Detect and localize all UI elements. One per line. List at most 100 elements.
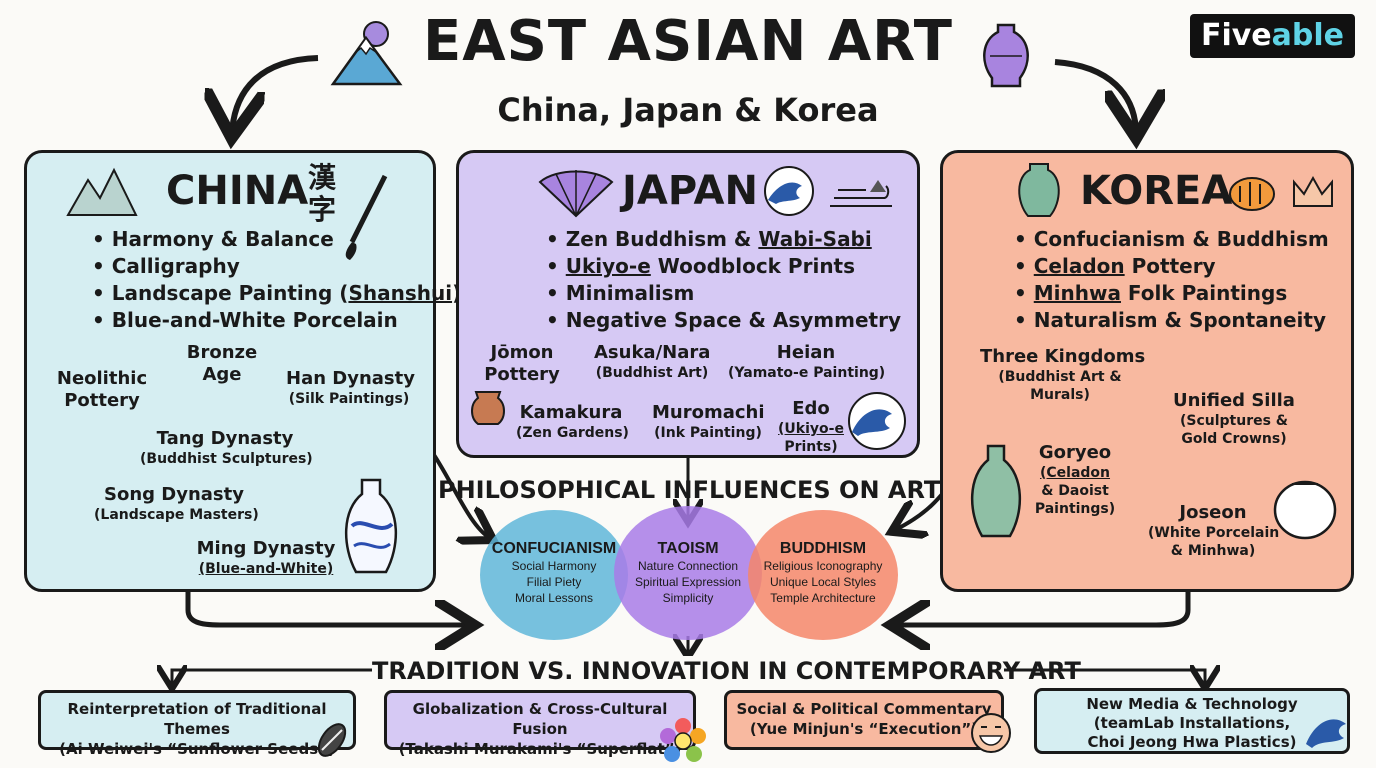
china-glyphs: 漢字 <box>308 161 337 226</box>
moon-jar-icon <box>1270 474 1340 544</box>
japan-asuka: Asuka/Nara (Buddhist Art) <box>594 342 710 382</box>
taoism-item: Simplicity <box>662 591 714 605</box>
sublabel: (Buddhist Art) <box>595 365 709 381</box>
sublabel: (Celadon <box>1039 465 1111 481</box>
logo-part-2: able <box>1271 18 1345 53</box>
japan-title: JAPAN <box>622 168 758 214</box>
tiger-icon <box>1224 164 1280 216</box>
label: Unified Silla <box>1173 390 1295 411</box>
label: Bronze <box>186 342 258 363</box>
sublabel: Murals) <box>1030 387 1090 403</box>
box-line: (Takashi Murakami's “Superflat”) <box>398 740 682 758</box>
label: Song Dynasty <box>104 484 244 505</box>
box-line: Globalization & Cross-Cultural Fusion <box>412 700 668 738</box>
page-subtitle: China, Japan & Korea <box>497 91 879 129</box>
sublabel: & Daoist <box>1041 483 1109 499</box>
blue-white-vase-icon <box>336 476 406 580</box>
sublabel: (Zen Gardens) <box>516 425 629 441</box>
china-bullet-4: Blue-and-White Porcelain <box>92 307 461 334</box>
buddhism-item: Temple Architecture <box>770 591 876 605</box>
japan-bullet-1-a: Zen Buddhism & <box>565 227 759 251</box>
arrow-title-to-korea <box>1054 59 1136 132</box>
china-bullet-2: Calligraphy <box>92 253 461 280</box>
sublabel: Prints) <box>784 439 838 455</box>
fiveable-logo[interactable]: Fiveable <box>1190 14 1355 58</box>
korea-unified-silla: Unified Silla(Sculptures &Gold Crowns) <box>1172 390 1296 448</box>
box-line: (teamLab Installations, <box>1093 714 1291 732</box>
korea-title: KOREA <box>1080 168 1233 214</box>
label: Goryeo <box>1038 442 1112 463</box>
sublabel: & Minhwa) <box>1170 543 1256 559</box>
label: Ming Dynasty <box>196 538 336 559</box>
korea-bullet-2-b: Pottery <box>1124 254 1216 278</box>
japan-kamakura: Kamakura (Zen Gardens) <box>516 402 629 442</box>
vase-icon <box>976 20 1036 90</box>
korea-bullet-3-a: Minhwa <box>1033 281 1121 305</box>
jar-icon <box>468 388 508 428</box>
label: Asuka/Nara <box>594 342 711 363</box>
taoism-item: Spiritual Expression <box>634 575 742 589</box>
sublabel: (Ukiyo-e <box>778 421 844 437</box>
label: Muromachi <box>652 402 765 423</box>
arrow-title-to-china <box>232 55 319 132</box>
buddhism-item: Unique Local Styles <box>769 575 877 589</box>
confucianism-item: Social Harmony <box>511 559 597 573</box>
contemporary-box-1: Reinterpretation of Traditional Themes (… <box>38 690 356 758</box>
label: Edo <box>792 398 830 419</box>
laughing-face-icon <box>970 712 1012 754</box>
label: Heian <box>776 342 836 363</box>
japan-bullet-2-a: Ukiyo-e <box>565 254 651 278</box>
label: Han Dynasty <box>286 368 415 389</box>
label: Three Kingdoms <box>980 346 1146 367</box>
label: Kamakura <box>519 402 623 423</box>
korea-bullet-3: Minhwa Folk Paintings <box>1014 280 1329 307</box>
china-tang: Tang Dynasty(Buddhist Sculptures) <box>140 428 313 468</box>
sublabel: Paintings) <box>1034 501 1116 517</box>
label: Pottery <box>64 390 140 411</box>
box-line: Choi Jeong Hwa Plastics) <box>1087 733 1297 751</box>
japan-bullet-2-b: Woodblock Prints <box>650 254 856 278</box>
box-line: Social & Political Commentary <box>736 700 992 718</box>
mountain-icon <box>328 18 408 88</box>
korea-three-kingdoms: Three Kingdoms(Buddhist Art &Murals) <box>980 346 1146 404</box>
sublabel: (Yamato-e Painting) <box>728 365 886 381</box>
korea-bullet-3-b: Folk Paintings <box>1120 281 1288 305</box>
great-wave-icon <box>846 390 908 452</box>
confucianism-text: CONFUCIANISM Social Harmony Filial Piety… <box>480 540 628 606</box>
mountains-icon <box>66 160 146 220</box>
korea-bullet-1: Confucianism & Buddhism <box>1014 226 1329 253</box>
japan-heian: Heian (Yamato-e Painting) <box>728 342 886 382</box>
box-line: (Yue Minjun's “Execution”) <box>749 720 979 738</box>
crown-icon <box>1290 172 1336 212</box>
china-title: CHINA <box>166 168 309 214</box>
philosophy-heading: PHILOSOPHICAL INFLUENCES ON ART <box>438 476 941 504</box>
china-bullet-3-a: Landscape Painting ( <box>111 281 349 305</box>
sublabel: (Silk Paintings) <box>288 391 410 407</box>
japan-bullet-1: Zen Buddhism & Wabi-Sabi <box>546 226 901 253</box>
label: Joseon <box>1179 502 1247 523</box>
sunflower-seed-icon <box>312 720 352 760</box>
buddhism-item: Religious Iconography <box>763 559 883 573</box>
sublabel: (Blue-and-White) <box>198 561 334 577</box>
korea-joseon: Joseon(White Porcelain& Minhwa) <box>1148 502 1279 560</box>
logo-part-1: Five <box>1200 18 1272 53</box>
buddhism-title: BUDDHISM <box>779 540 867 557</box>
korea-bullet-4: Naturalism & Spontaneity <box>1014 307 1329 334</box>
korea-bullet-2: Celadon Pottery <box>1014 253 1329 280</box>
japan-bullet-3: Minimalism <box>546 280 901 307</box>
confucianism-circle <box>480 510 628 640</box>
china-song: Song Dynasty (Landscape Masters) <box>94 484 259 524</box>
buddhism-text: BUDDHISM Religious Iconography Unique Lo… <box>748 540 898 606</box>
japan-bullet-2: Ukiyo-e Woodblock Prints <box>546 253 901 280</box>
sublabel: (Ink Painting) <box>654 425 762 441</box>
taoism-circle <box>614 506 762 640</box>
label: Tang Dynasty <box>156 428 294 449</box>
sublabel: (Landscape Masters) <box>94 507 259 523</box>
page-title: EAST ASIAN ART <box>423 9 953 74</box>
sublabel: Gold Crowns) <box>1181 431 1287 447</box>
japan-muromachi: Muromachi (Ink Painting) <box>652 402 765 442</box>
fan-icon <box>536 164 616 220</box>
taoism-text: TAOISM Nature Connection Spiritual Expre… <box>614 540 762 606</box>
